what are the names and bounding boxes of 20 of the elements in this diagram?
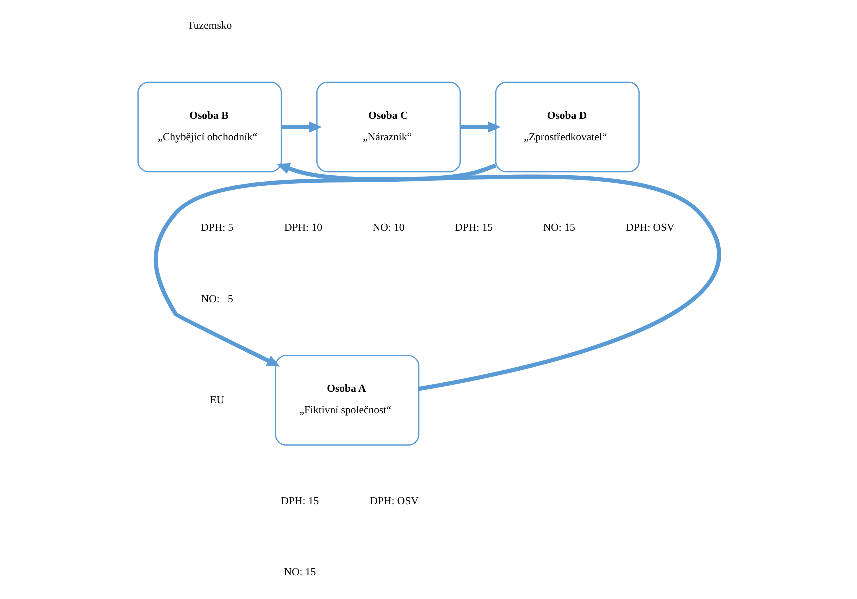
arrow <box>154 164 496 367</box>
node-box: Osoba A „Fiktivní společnost“ <box>274 355 420 446</box>
label: DPH: 15 <box>280 495 319 508</box>
label: Tuzemsko <box>187 20 232 32</box>
label: DPH: 5 <box>200 222 234 234</box>
label: DPH: 10 <box>284 222 322 234</box>
label: EU <box>210 394 224 406</box>
arrow <box>281 122 322 133</box>
node-box: Osoba D „Zprostředkovatel“ <box>494 82 640 173</box>
label: DPH: OSV <box>370 495 418 508</box>
node-box: Osoba C „Nárazník“ <box>316 82 461 173</box>
label: DPH: OSV <box>626 222 674 234</box>
label: DPH: 15 <box>454 222 493 234</box>
label: NO: 5 <box>200 293 233 306</box>
label: NO: 15 <box>284 566 316 579</box>
node-box: Osoba B „Chybějící obchodník“ <box>137 82 282 173</box>
arrow <box>460 122 501 133</box>
arrow <box>276 163 720 392</box>
label: NO: 10 <box>372 222 404 234</box>
label: NO: 15 <box>542 222 575 234</box>
